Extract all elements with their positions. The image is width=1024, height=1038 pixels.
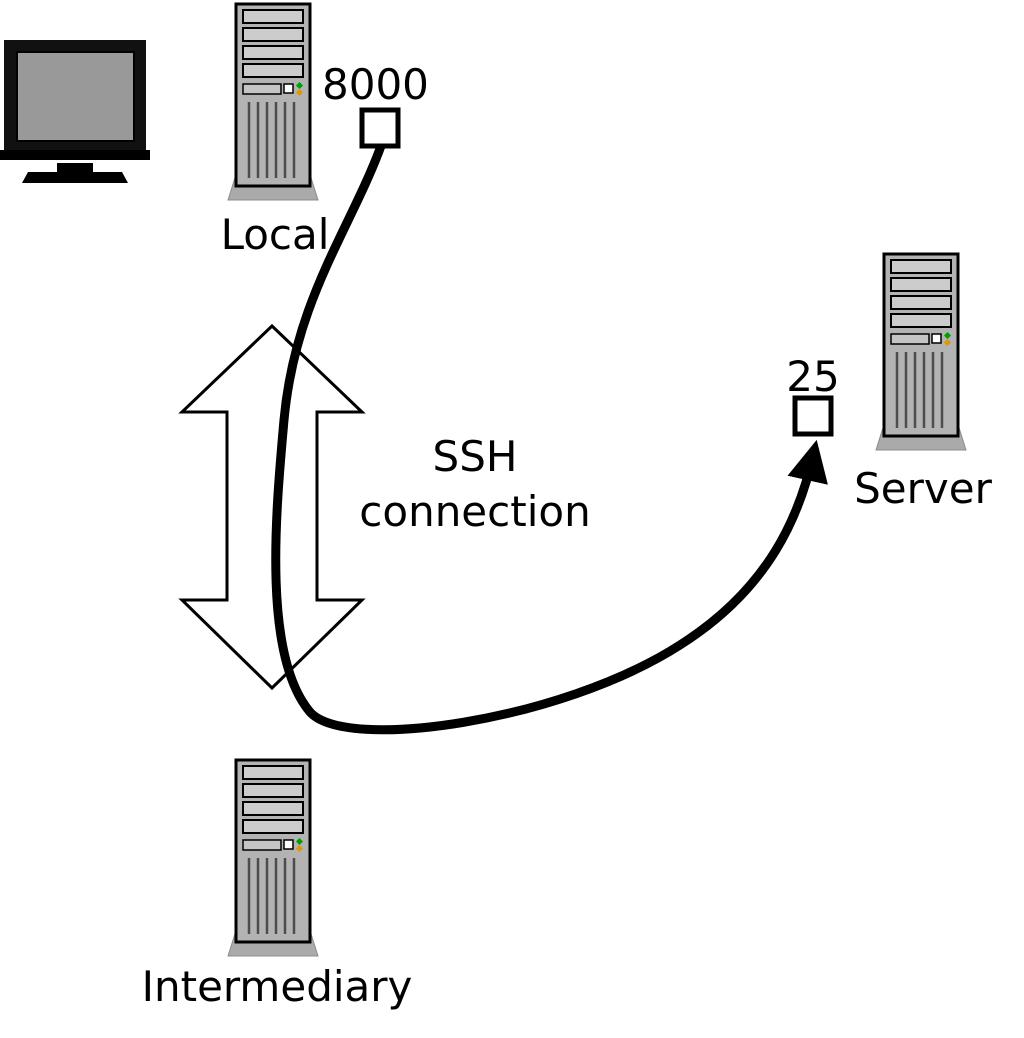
port-8000-box (359, 107, 401, 149)
forwarded-connection-curve (271, 141, 828, 735)
local-label: Local (220, 210, 330, 259)
intermediary-tower-icon (226, 758, 320, 958)
local-tower-icon (226, 2, 320, 202)
intermediary-label: Intermediary (141, 962, 413, 1011)
port-25-box (792, 395, 834, 437)
server-label: Server (854, 464, 992, 513)
ssh-connection-label: SSH connection (359, 432, 591, 536)
ssh-tunnel-arrow (178, 323, 366, 691)
port-25-label: 25 (786, 352, 840, 401)
server-tower-icon (874, 252, 968, 452)
monitor-icon (0, 40, 150, 183)
port-8000-label: 8000 (322, 60, 429, 109)
